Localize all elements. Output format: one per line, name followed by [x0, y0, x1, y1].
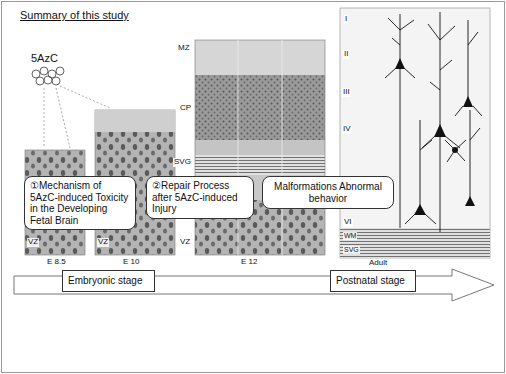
stage-label: E 10	[122, 258, 140, 267]
zone-label: VZ	[179, 238, 191, 247]
box-text: ①Mechanism of 5AzC-induced Toxicity in t…	[30, 180, 130, 226]
timeline-arrow	[14, 269, 494, 301]
layer-label: I	[344, 15, 348, 24]
zone-label: SVG	[343, 246, 360, 254]
layer-label: VI	[343, 218, 353, 227]
box-text: Malformations Abnormal behavior	[269, 181, 387, 204]
layer-label: IV	[342, 125, 352, 134]
e10-surface	[95, 110, 175, 132]
zone-label: MZ	[177, 44, 191, 53]
stage-box: Embryonic stage	[62, 270, 155, 292]
zone-label: WM	[343, 232, 357, 240]
stage-label: E 8.5	[46, 258, 67, 267]
stage-label: Adult	[368, 259, 388, 268]
study-aim-box: ①Mechanism of 5AzC-induced Toxicity in t…	[24, 176, 136, 230]
layer-label: III	[342, 88, 351, 97]
study-aim-box: ②Repair Process after 5AzC-induced Injur…	[146, 176, 254, 219]
diagram-title: Summary of this study	[20, 9, 129, 21]
drug-name: 5AzC	[30, 52, 59, 64]
zone-label: VZ	[97, 238, 109, 247]
zone-label: VZ	[27, 238, 39, 247]
box-text: ②Repair Process after 5AzC-induced Injur…	[152, 180, 248, 215]
box-text: Postnatal stage	[336, 275, 405, 287]
e12-tissue	[195, 40, 325, 255]
box-text: Embryonic stage	[68, 275, 142, 287]
stage-box: Postnatal stage	[330, 270, 416, 292]
layer-label: II	[343, 50, 349, 59]
adult-cortex	[340, 8, 490, 258]
zone-label: SVG	[173, 158, 192, 167]
stage-label: E 12	[240, 258, 258, 267]
drug-molecules	[32, 67, 64, 85]
outcome-box: Malformations Abnormal behavior	[262, 176, 394, 209]
zone-label: CP	[179, 104, 192, 113]
